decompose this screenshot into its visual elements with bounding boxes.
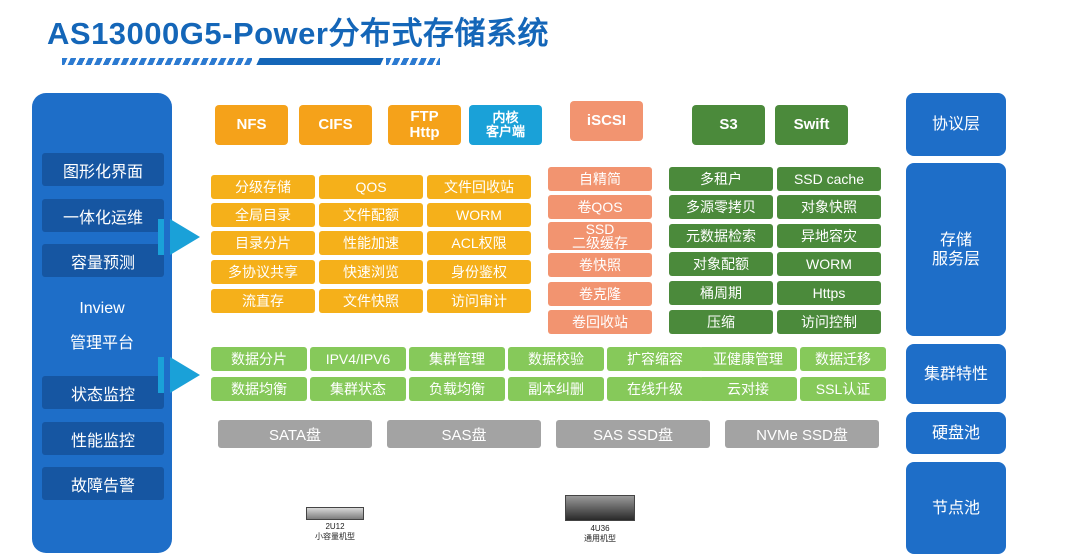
server-4u36-image: [565, 495, 635, 521]
file-feature: 访问审计: [427, 289, 531, 313]
block-feature: 卷QOS: [548, 195, 652, 219]
title-decor-bar: [256, 58, 383, 65]
file-feature: WORM: [427, 203, 531, 227]
cluster-feature: IPV4/IPV6: [310, 347, 406, 371]
file-feature: ACL权限: [427, 231, 531, 255]
cluster-feature: 副本纠删: [508, 377, 604, 401]
block-feature: 卷回收站: [548, 310, 652, 334]
layer-disk-pool: 硬盘池: [906, 412, 1006, 454]
server-2u12-image: [306, 507, 364, 520]
protocol-http-label: Http: [410, 125, 440, 141]
mgmt-item-performance-monitor: 性能监控: [42, 422, 164, 455]
file-feature: 文件配额: [319, 203, 423, 227]
block-feature: SSD 二级缓存: [548, 222, 652, 250]
disk-sata: SATA盘: [218, 420, 372, 448]
object-feature: Https: [777, 281, 881, 305]
layer-node-pool: 节点池: [906, 462, 1006, 554]
file-feature: 快速浏览: [319, 260, 423, 284]
layer-protocol: 协议层: [906, 93, 1006, 156]
protocol-s3: S3: [692, 105, 765, 145]
mgmt-item-integrated-ops: 一体化运维: [42, 199, 164, 232]
cluster-feature: 在线升级: [607, 377, 703, 401]
server-4u36-desc: 通用机型: [562, 534, 638, 544]
file-feature: 全局目录: [211, 203, 315, 227]
file-feature: 文件回收站: [427, 175, 531, 199]
server-2u12-model: 2U12: [296, 522, 374, 532]
protocol-nfs: NFS: [215, 105, 288, 145]
file-feature: 目录分片: [211, 231, 315, 255]
page-title: AS13000G5-Power分布式存储系统: [47, 8, 549, 53]
object-feature: 异地容灾: [777, 224, 881, 248]
arrow-right-icon: [170, 357, 200, 393]
object-feature: 多源零拷贝: [669, 195, 773, 219]
disk-sas: SAS盘: [387, 420, 541, 448]
object-feature: 压缩: [669, 310, 773, 334]
object-feature: 桶周期: [669, 281, 773, 305]
cluster-feature: 负载均衡: [409, 377, 505, 401]
file-feature: 分级存储: [211, 175, 315, 199]
file-feature: 身份鉴权: [427, 260, 531, 284]
platform-name: Inview: [32, 300, 172, 318]
layer-storage-service: 存储 服务层: [906, 163, 1006, 336]
cluster-feature: 数据校验: [508, 347, 604, 371]
management-panel: 图形化界面 一体化运维 容量预测 Inview 管理平台 状态监控 性能监控 故…: [32, 93, 172, 553]
object-feature: 多租户: [669, 167, 773, 191]
cluster-feature: 集群状态: [310, 377, 406, 401]
object-feature: SSD cache: [777, 167, 881, 191]
disk-nvme-ssd: NVMe SSD盘: [725, 420, 879, 448]
protocol-cifs: CIFS: [299, 105, 372, 145]
cluster-feature: 集群管理: [409, 347, 505, 371]
protocol-iscsi: iSCSI: [570, 101, 643, 141]
file-feature: QOS: [319, 175, 423, 199]
object-feature: WORM: [777, 252, 881, 276]
mgmt-item-fault-alarm: 故障告警: [42, 467, 164, 500]
protocol-client-label: 客户端: [486, 125, 525, 139]
file-feature: 性能加速: [319, 231, 423, 255]
platform-subtitle: 管理平台: [32, 329, 172, 353]
arrow-right-icon: [170, 219, 200, 255]
protocol-ftp-http: FTP Http: [388, 105, 461, 145]
protocol-swift: Swift: [775, 105, 848, 145]
cluster-feature: 扩容缩容: [607, 347, 703, 371]
cluster-feature: 亚健康管理: [699, 347, 797, 371]
object-feature: 对象快照: [777, 195, 881, 219]
server-4u36-model: 4U36: [562, 524, 638, 534]
mgmt-item-gui: 图形化界面: [42, 153, 164, 186]
disk-sas-ssd: SAS SSD盘: [556, 420, 710, 448]
cluster-feature: 数据迁移: [800, 347, 886, 371]
layer-cluster-features: 集群特性: [906, 344, 1006, 404]
object-feature: 访问控制: [777, 310, 881, 334]
title-decor-stripes: [62, 58, 252, 65]
arrow-stripe: [158, 219, 164, 255]
server-4u36-caption: 4U36 通用机型: [562, 524, 638, 544]
mgmt-item-capacity-forecast: 容量预测: [42, 244, 164, 277]
file-feature: 流直存: [211, 289, 315, 313]
block-feature: 自精简: [548, 167, 652, 191]
server-2u12-caption: 2U12 小容量机型: [296, 522, 374, 542]
protocol-ftp-label: FTP: [410, 109, 438, 125]
mgmt-item-status-monitor: 状态监控: [42, 376, 164, 409]
block-feature: 卷克隆: [548, 282, 652, 306]
cluster-feature: 数据均衡: [211, 377, 307, 401]
cluster-feature: 云对接: [699, 377, 797, 401]
file-feature: 多协议共享: [211, 260, 315, 284]
protocol-kernel-client: 内核 客户端: [469, 105, 542, 145]
cluster-feature: 数据分片: [211, 347, 307, 371]
file-feature: 文件快照: [319, 289, 423, 313]
object-feature: 元数据检索: [669, 224, 773, 248]
cluster-feature: SSL认证: [800, 377, 886, 401]
object-feature: 对象配额: [669, 252, 773, 276]
block-feature: 卷快照: [548, 253, 652, 277]
arrow-stripe: [158, 357, 164, 393]
protocol-kernel-label: 内核: [492, 111, 518, 125]
title-decor-stripes-right: [386, 58, 440, 65]
server-2u12-desc: 小容量机型: [296, 532, 374, 542]
